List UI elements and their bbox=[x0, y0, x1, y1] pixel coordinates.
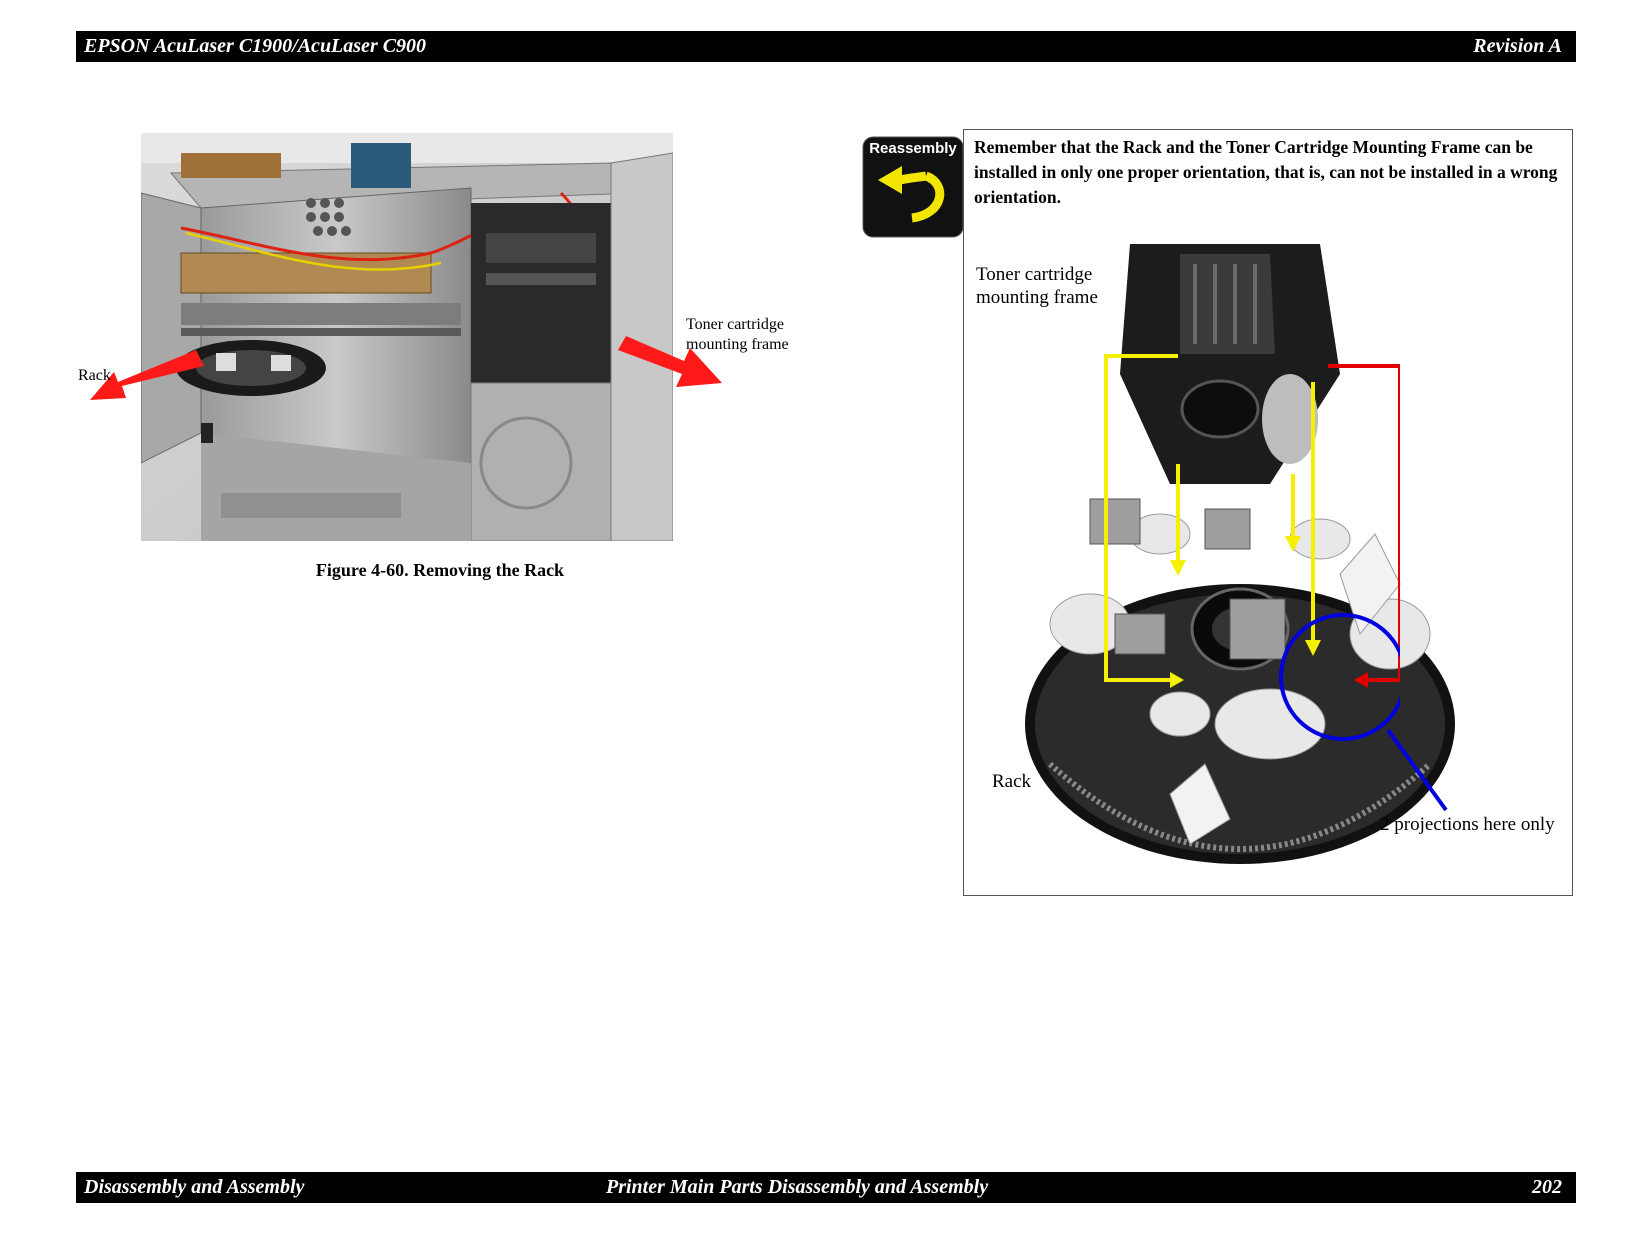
printer-photo bbox=[141, 133, 673, 541]
projections-pointer bbox=[1386, 728, 1448, 812]
frame-label-line1: Toner cartridge bbox=[686, 316, 784, 333]
page-number: 202 bbox=[1532, 1176, 1562, 1198]
frame-label-right-line1: Toner cartridge bbox=[976, 264, 1093, 285]
direction-arrows bbox=[90, 336, 722, 400]
yellow-guide-left bbox=[1104, 354, 1178, 682]
header-title: EPSON AcuLaser C1900/AcuLaser C900 bbox=[84, 35, 427, 57]
figure-caption: Figure 4-60. Removing the Rack bbox=[315, 560, 565, 580]
red-guide bbox=[1328, 364, 1400, 682]
footer-section: Disassembly and Assembly bbox=[84, 1176, 305, 1198]
footer-subsection: Printer Main Parts Disassembly and Assem… bbox=[606, 1176, 989, 1198]
rack-label-right: Rack bbox=[992, 771, 1032, 792]
orientation-guides bbox=[1104, 354, 1400, 741]
page-footer: Disassembly and Assembly Printer Main Pa… bbox=[76, 1172, 1576, 1203]
header-revision: Revision A bbox=[1473, 35, 1562, 57]
frame-arrow bbox=[618, 336, 722, 387]
projections-circle bbox=[1279, 613, 1400, 741]
frame-label-right-line2: mounting frame bbox=[976, 287, 1098, 308]
frame-label-line2: mounting frame bbox=[686, 336, 789, 353]
reassembly-icon-label: Reassembly bbox=[869, 140, 957, 157]
rack-label: Rack bbox=[78, 367, 111, 384]
projections-label: 2 projections here only bbox=[1380, 814, 1555, 835]
reassembly-note-text: Remember that the Rack and the Toner Car… bbox=[974, 137, 1558, 207]
rack-arrow bbox=[90, 350, 204, 400]
reassembly-note-box bbox=[963, 129, 1573, 896]
page-header: EPSON AcuLaser C1900/AcuLaser C900 Revis… bbox=[76, 31, 1576, 62]
reassembly-icon: Reassembly bbox=[862, 136, 964, 238]
